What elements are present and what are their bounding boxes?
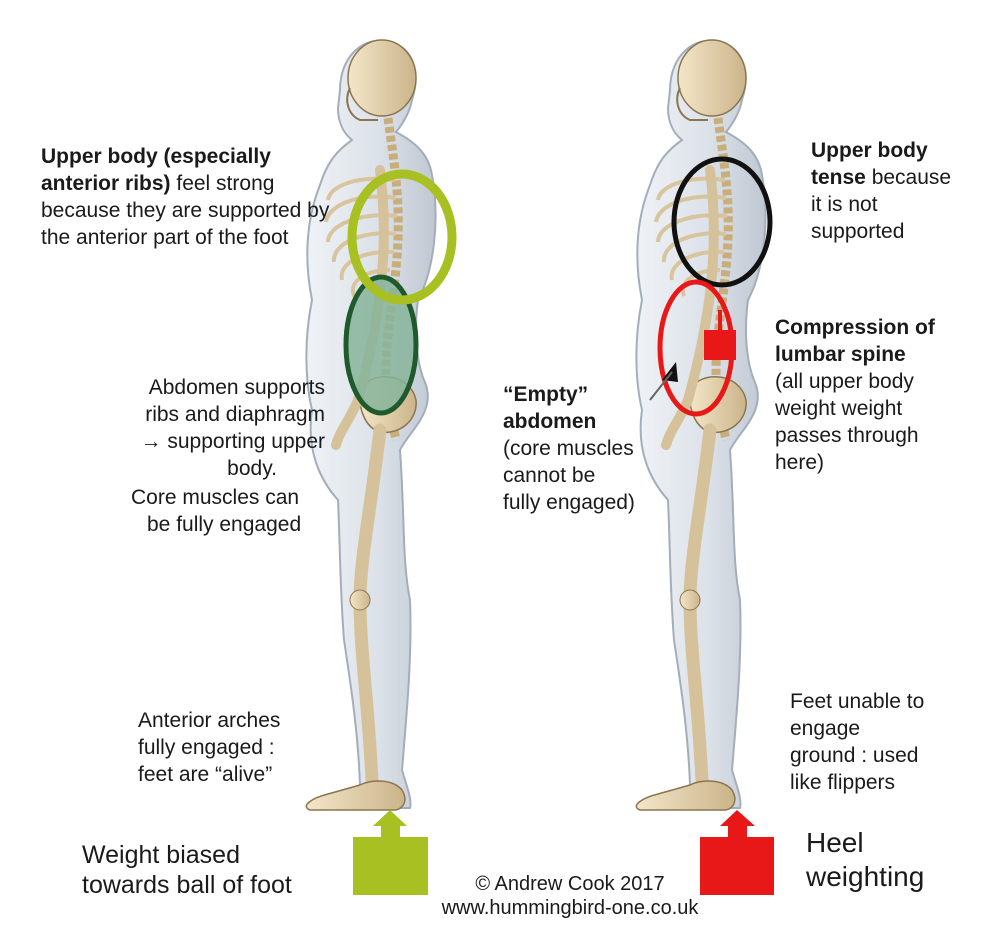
- lumbar-compression-marker: [704, 330, 736, 360]
- anterior-arches-label: Anterior arches fully engaged : feet are…: [138, 707, 338, 788]
- weight-line-1: Weight biased: [82, 841, 240, 869]
- upper-body-tense-label: Upper body tense because it is not suppo…: [811, 137, 996, 245]
- heel-arrow-icon: [700, 810, 774, 895]
- core-line-2: be fully engaged: [147, 513, 302, 536]
- right-upper-tension-ellipse: [671, 156, 773, 288]
- compression-bold-1: Compression of: [775, 316, 935, 339]
- heel-line-1: Heel: [806, 827, 864, 858]
- core-line-1: Core muscles can: [131, 486, 300, 509]
- credit-author: © Andrew Cook 2017: [475, 873, 665, 895]
- upper-tense-rest: because: [865, 166, 952, 189]
- feet-line-2: engage: [790, 717, 861, 740]
- abdomen-line-2: ribs and diaphragm: [145, 403, 325, 426]
- compression-line-5: passes through: [775, 424, 919, 447]
- abdomen-line-4: body.: [227, 457, 277, 480]
- compression-line-6: here): [775, 451, 825, 474]
- core-muscles-label: Core muscles can be fully engaged: [131, 484, 351, 538]
- compression-bold-2: lumbar spine: [775, 343, 906, 366]
- upper-tense-line-4: supported: [811, 220, 905, 243]
- feet-line-1: Feet unable to: [790, 690, 925, 713]
- upper-body-strong-label: Upper body (especially anterior ribs) fe…: [41, 145, 330, 249]
- left-abdomen-ellipse: [343, 274, 419, 416]
- left-ribs-ellipse: [347, 169, 457, 305]
- arches-line-1: Anterior arches: [138, 709, 281, 732]
- credit-website[interactable]: www.hummingbird-one.co.uk: [441, 897, 699, 919]
- empty-line-4: cannot be: [503, 464, 596, 487]
- weight-line-2: towards ball of foot: [82, 871, 292, 899]
- feet-flippers-label: Feet unable to engage ground : used like…: [790, 688, 990, 796]
- upper-tense-bold-1: Upper body: [811, 139, 928, 162]
- lumbar-compression-label: Compression of lumbar spine (all upper b…: [775, 314, 995, 476]
- copyright-credit: © Andrew Cook 2017 www.hummingbird-one.c…: [420, 872, 720, 920]
- upper-tense-line-3: it is not: [811, 193, 878, 216]
- weight-ball-of-foot-label: Weight biased towards ball of foot: [82, 840, 352, 900]
- heel-line-2: weighting: [806, 861, 925, 892]
- feet-line-3: ground : used: [790, 744, 919, 767]
- upper-tense-bold-2: tense: [811, 166, 866, 189]
- empty-abdomen-pointer: [662, 362, 678, 382]
- feet-line-4: like flippers: [790, 771, 896, 794]
- abdomen-line-1: Abdomen supports: [148, 376, 325, 399]
- empty-abdomen-label: “Empty” abdomen (core muscles cannot be …: [503, 381, 673, 516]
- abdomen-line-3: → supporting upper: [140, 430, 325, 453]
- compression-line-4: weight weight: [775, 397, 903, 420]
- ball-of-foot-arrow-icon: [353, 810, 428, 895]
- abdomen-support-label: Abdomen supports ribs and diaphragm → su…: [60, 374, 325, 482]
- arches-line-3: feet are “alive”: [138, 763, 273, 786]
- compression-line-3: (all upper body: [775, 370, 914, 393]
- arches-line-2: fully engaged :: [138, 736, 275, 759]
- empty-line-3: (core muscles: [503, 437, 634, 460]
- empty-line-5: fully engaged): [503, 491, 635, 514]
- empty-bold-2: abdomen: [503, 410, 597, 433]
- heel-weighting-label: Heel weighting: [806, 826, 986, 894]
- empty-bold-1: “Empty”: [503, 383, 589, 406]
